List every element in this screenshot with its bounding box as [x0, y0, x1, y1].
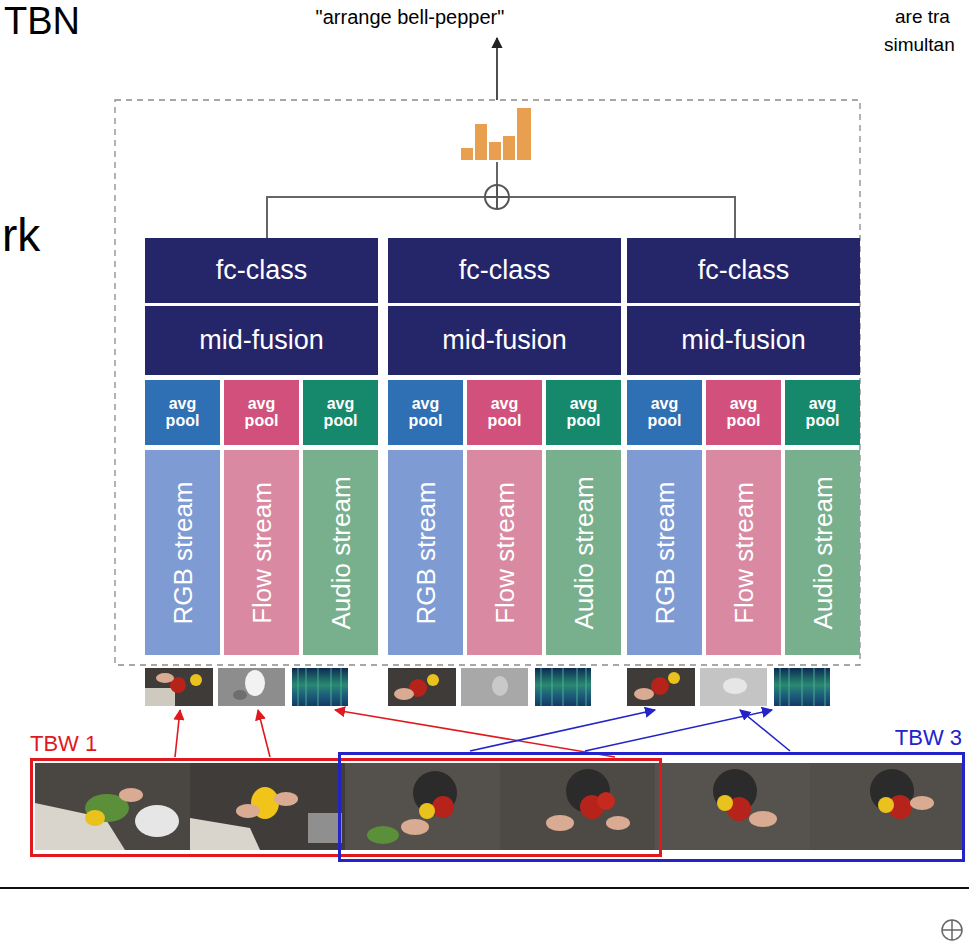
footer-symbol — [942, 920, 962, 940]
sampling-arrows — [470, 710, 790, 751]
output-label: "arrange bell-pepper" — [316, 6, 505, 29]
layer-label: Flow stream — [489, 482, 520, 624]
layer-label: avg pool — [239, 396, 285, 430]
stream-network: RGB stream — [627, 450, 702, 655]
stream-network: Audio stream — [303, 450, 378, 655]
pooling-layer: avg pool — [145, 380, 220, 445]
pooling-layer: avg pool — [706, 380, 781, 445]
pooling-layer: avg pool — [546, 380, 621, 445]
fusion-layer: mid-fusion — [627, 306, 860, 375]
layer-label: RGB stream — [649, 481, 680, 624]
stream-network: RGB stream — [388, 450, 463, 655]
layer-label: mid-fusion — [199, 325, 324, 356]
classifier-layer: fc-class — [627, 238, 860, 303]
stream-network: Audio stream — [785, 450, 860, 655]
layer-label: mid-fusion — [442, 325, 567, 356]
slide-text: simultan — [884, 34, 955, 56]
window-box: TBW 1 — [30, 758, 662, 857]
pooling-layer: avg pool — [467, 380, 542, 445]
pooling-layer: avg pool — [785, 380, 860, 445]
slide-text: are tra — [895, 6, 950, 28]
layer-label: Flow stream — [728, 482, 759, 624]
score-bars — [461, 108, 531, 160]
pooling-layer: avg pool — [224, 380, 299, 445]
model-boundary — [115, 100, 860, 665]
layer-label: avg pool — [561, 396, 607, 430]
sum-lines — [267, 162, 735, 238]
window-label: TBW 3 — [895, 725, 962, 751]
divider-line — [0, 887, 969, 889]
classifier-layer: fc-class — [388, 238, 621, 303]
stream-network: Audio stream — [546, 450, 621, 655]
stream-network: Flow stream — [224, 450, 299, 655]
layer-label: mid-fusion — [681, 325, 806, 356]
layer-label: avg pool — [403, 396, 449, 430]
layer-label: Flow stream — [246, 482, 277, 624]
layer-label: Audio stream — [325, 476, 356, 629]
output-arrow — [496, 38, 498, 100]
layer-label: Audio stream — [568, 476, 599, 629]
slide-title: TBN — [4, 0, 80, 43]
sum-symbol — [485, 185, 509, 209]
layer-label: Audio stream — [807, 476, 838, 629]
layer-label: avg pool — [800, 396, 846, 430]
pooling-layer: avg pool — [388, 380, 463, 445]
layer-label: RGB stream — [410, 481, 441, 624]
pooling-layer: avg pool — [627, 380, 702, 445]
layer-label: fc-class — [216, 255, 308, 286]
layer-label: avg pool — [318, 396, 364, 430]
video-frames — [35, 763, 965, 850]
stream-network: RGB stream — [145, 450, 220, 655]
fusion-layer: mid-fusion — [145, 306, 378, 375]
layer-label: avg pool — [482, 396, 528, 430]
window-box: TBW 3 — [338, 752, 965, 862]
layer-label: fc-class — [698, 255, 790, 286]
layer-label: avg pool — [721, 396, 767, 430]
input-thumbnails — [145, 668, 830, 706]
slide-text: rk — [2, 208, 40, 262]
window-label: TBW 1 — [30, 731, 97, 757]
stream-network: Flow stream — [467, 450, 542, 655]
layer-label: RGB stream — [167, 481, 198, 624]
layer-label: avg pool — [642, 396, 688, 430]
fusion-layer: mid-fusion — [388, 306, 621, 375]
stream-network: Flow stream — [706, 450, 781, 655]
pooling-layer: avg pool — [303, 380, 378, 445]
layer-label: fc-class — [459, 255, 551, 286]
layer-label: avg pool — [160, 396, 206, 430]
classifier-layer: fc-class — [145, 238, 378, 303]
